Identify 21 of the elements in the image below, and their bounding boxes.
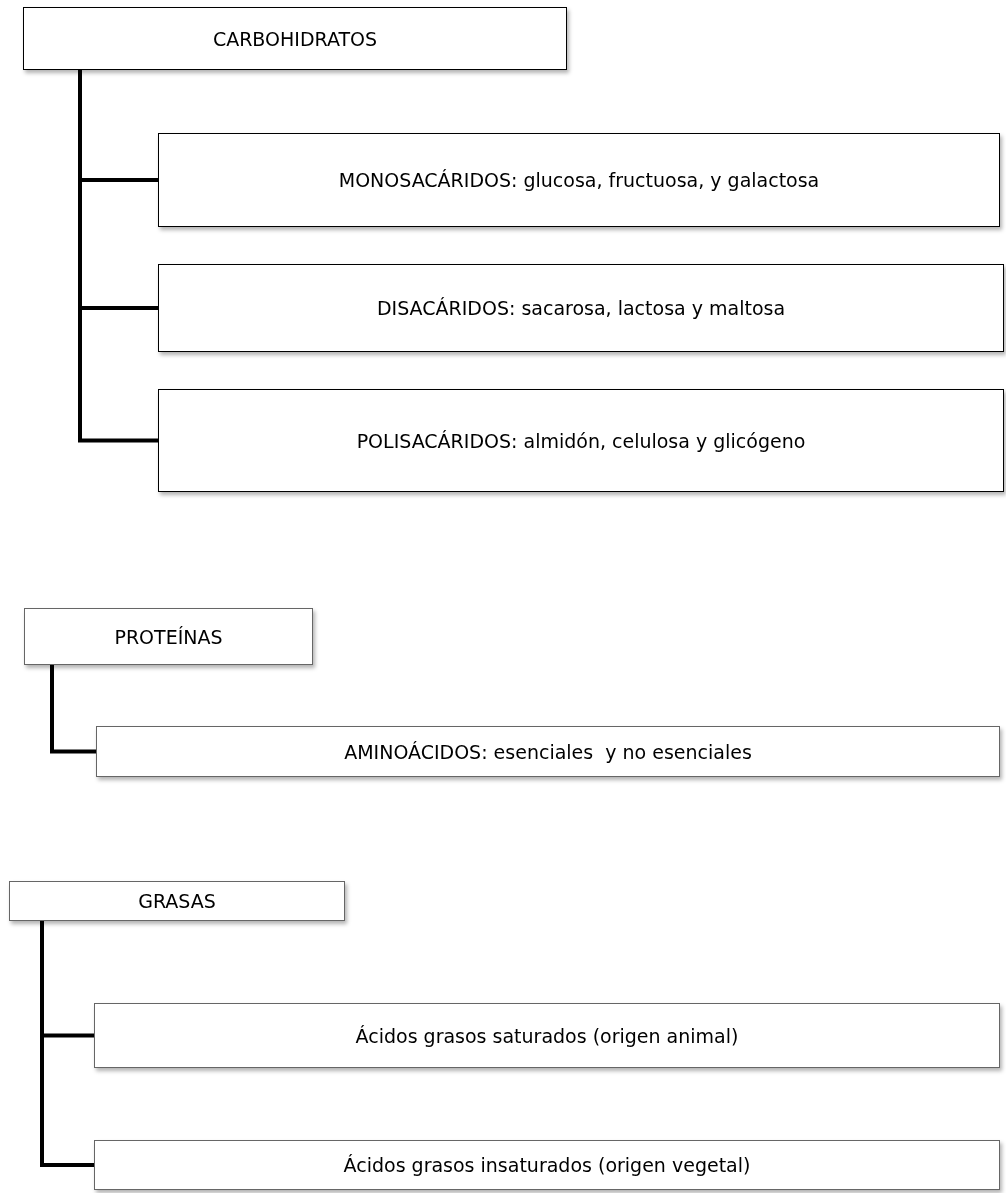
text-box [158, 264, 1004, 352]
text-box [94, 1140, 1000, 1190]
box-label: Ácidos grasos insaturados (origen vegetal) [343, 1154, 751, 1176]
box-label: Ácidos grasos saturados (origen animal) [355, 1024, 739, 1047]
box-label: PROTEÍNAS [114, 625, 223, 648]
box-label: CARBOHIDRATOS [212, 27, 378, 50]
text-box [9, 881, 345, 921]
text-box [94, 1003, 1000, 1068]
text-box [158, 133, 1000, 227]
box-label: POLISACÁRIDOS: almidón, celulosa y glicógeno [356, 429, 806, 452]
text-box [24, 608, 313, 665]
box-label: MONOSACÁRIDOS: glucosa, fructuosa, y galactosa [338, 169, 820, 191]
text-box [96, 726, 1000, 777]
box-label: AMINOÁCIDOS: esenciales y no esenciales [344, 740, 752, 763]
connector-line [40, 921, 94, 1167]
connector-line [78, 70, 158, 443]
text-box [158, 389, 1004, 492]
connector-line [50, 665, 96, 754]
box-label: DISACÁRIDOS: sacarosa, lactosa y maltosa [376, 297, 786, 319]
text-box [23, 7, 567, 70]
box-label: GRASAS [138, 890, 216, 912]
